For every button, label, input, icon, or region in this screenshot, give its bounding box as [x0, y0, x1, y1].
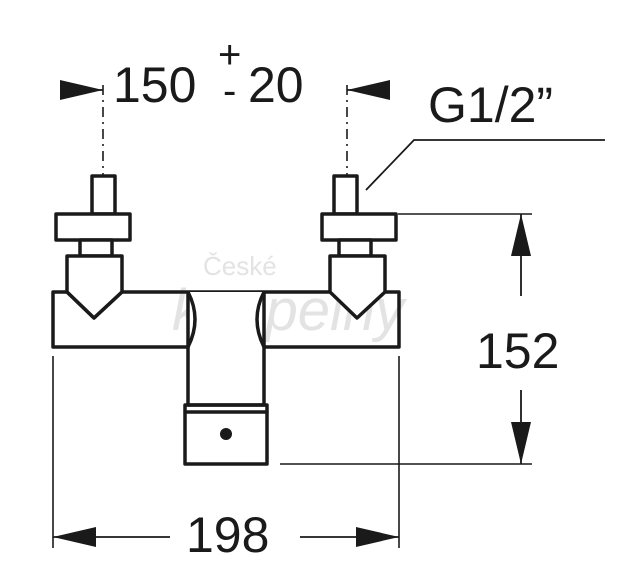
left-nut-neck [78, 238, 114, 258]
right-connector [320, 174, 398, 320]
height-top-arrow [511, 214, 531, 256]
thread-leader-line [365, 139, 605, 191]
left-nut [54, 212, 132, 242]
center-lines [102, 85, 348, 176]
right-nut [320, 212, 398, 242]
width-left-arrow [53, 527, 96, 547]
dimension-width: 198 [52, 356, 400, 563]
dimension-spacing: 150 + - 20 [60, 33, 390, 113]
thread-label: G1/2” [428, 77, 553, 133]
knob-collar [183, 403, 269, 412]
left-eccentric-join [65, 290, 124, 320]
width-right-arrow [356, 527, 399, 547]
knob-indicator-dot [220, 428, 232, 440]
spacing-tolerance: 20 [248, 57, 304, 113]
watermark-line1: České [203, 251, 277, 281]
right-threaded-stub [332, 174, 359, 216]
dimension-height: 152 [280, 213, 559, 465]
central-body [186, 292, 266, 407]
right-eccentric [328, 254, 387, 320]
left-threaded-stub [90, 174, 117, 216]
faucet-body [51, 174, 401, 466]
width-value: 198 [186, 507, 269, 563]
spacing-right-arrow [347, 80, 390, 100]
central-body-right-curve [255, 291, 266, 348]
height-value: 152 [476, 323, 559, 379]
spacing-left-arrow [60, 80, 103, 100]
left-connector [54, 174, 132, 320]
spacing-minus: - [223, 69, 236, 113]
height-bottom-arrow [511, 422, 531, 464]
right-nut-neck [337, 238, 373, 258]
dimension-thread: G1/2” [365, 77, 605, 191]
spacing-plus: + [218, 33, 241, 77]
central-body-left-curve [186, 291, 197, 348]
left-eccentric [65, 254, 124, 320]
spacing-value: 150 [113, 57, 196, 113]
